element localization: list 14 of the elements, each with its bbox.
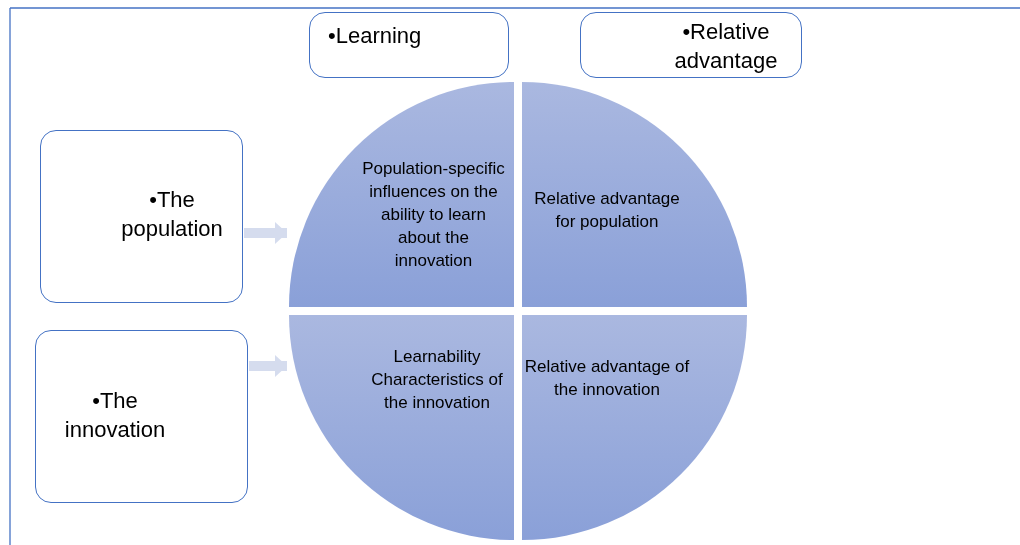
arrow: [244, 222, 287, 244]
box-text: •The population: [120, 186, 224, 243]
box-text: •Learning: [328, 22, 423, 50]
text-box: [580, 12, 802, 78]
box-text: •The innovation: [64, 387, 166, 444]
quadrant-text: Population-specific influences on the ability to learn about the innovation: [361, 158, 506, 272]
quadrant-text: Relative advantage of the innovation: [523, 356, 691, 401]
quadrant-text: Relative advantage for population: [533, 188, 681, 233]
box-text: •Relative advantage: [673, 18, 779, 75]
quadrant-text: Learnability Characteristics of the innovation: [370, 346, 504, 414]
text-box: [35, 330, 248, 503]
arrow: [249, 355, 287, 377]
text-box: [40, 130, 243, 303]
text-box: [309, 12, 509, 78]
